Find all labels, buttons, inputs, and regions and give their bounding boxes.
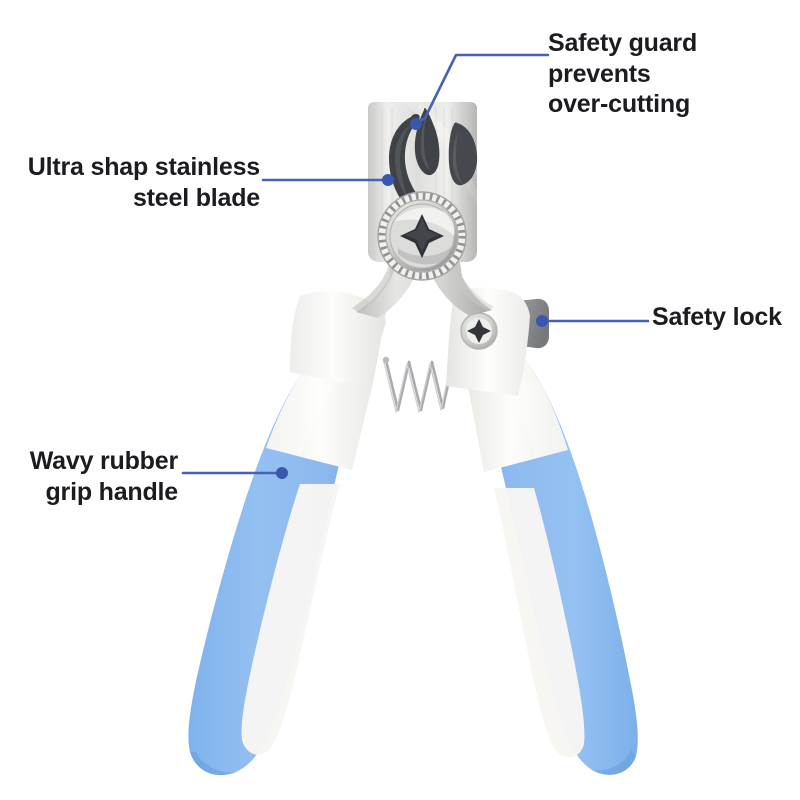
handle-phillips-screw bbox=[460, 312, 498, 350]
blade-head-right-cap bbox=[448, 122, 478, 186]
callout-ultra-sharp-blade: Ultra shap stainless steel blade bbox=[27, 153, 260, 212]
callout-safety-lock: Safety lock bbox=[652, 303, 782, 331]
coil-spring bbox=[382, 356, 456, 413]
knurled-pivot-screw bbox=[377, 191, 467, 281]
crescent-blade-opening bbox=[389, 114, 425, 215]
callout-safety-guard: Safety guard prevents over-cutting bbox=[548, 29, 698, 118]
callout-wavy-rubber-grip: Wavy rubber grip handle bbox=[29, 447, 179, 506]
right-rubber-handle bbox=[454, 296, 638, 775]
knurl-ring bbox=[377, 191, 467, 281]
left-rubber-handle bbox=[188, 300, 388, 776]
handle-tops bbox=[290, 287, 530, 396]
